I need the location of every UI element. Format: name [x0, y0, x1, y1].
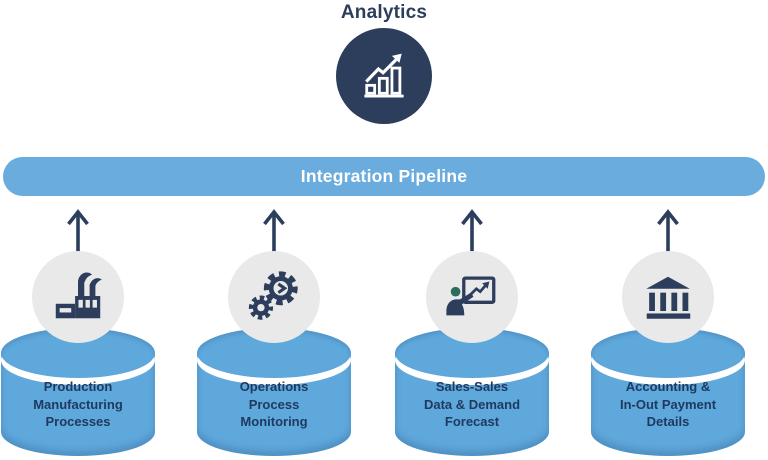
label-line: Sales-Sales [435, 379, 509, 394]
database-cylinder: Operations Process Monitoring [197, 328, 351, 456]
source-icon-circle [32, 251, 124, 343]
source-label: Operations Process Monitoring [197, 378, 351, 431]
arrow-up-icon [67, 209, 89, 252]
label-line: Accounting & [625, 379, 711, 394]
analytics-node [336, 28, 432, 124]
label-line: Manufacturing [33, 396, 123, 412]
label-line: Data & Demand [423, 396, 521, 412]
presenter-chart-icon [446, 276, 496, 316]
arrow-up-icon [263, 209, 285, 252]
source-icon-circle [622, 251, 714, 343]
source-icon-circle [426, 251, 518, 343]
bar-chart-rising-icon [364, 53, 404, 98]
label-line: Operations [239, 379, 309, 394]
source-column-accounting: Accounting & In-Out Payment Details [591, 205, 745, 460]
arrow-up-icon [461, 209, 483, 252]
label-line: Monitoring [240, 414, 308, 429]
source-label: Accounting & In-Out Payment Details [591, 378, 745, 431]
integration-pipeline-bar: Integration Pipeline [3, 157, 765, 196]
source-column-operations: Operations Process Monitoring [197, 205, 351, 460]
pipeline-label: Integration Pipeline [300, 166, 468, 186]
factory-icon [55, 272, 102, 319]
arrow-up-icon [657, 209, 679, 252]
label-line: Forecast [444, 414, 500, 429]
database-cylinder: Production Manufacturing Processes [1, 328, 155, 456]
label-line: Details [646, 414, 690, 429]
source-label: Production Manufacturing Processes [1, 378, 155, 431]
label-line: Processes [45, 414, 111, 429]
source-column-production: Production Manufacturing Processes [1, 205, 155, 460]
bank-icon [646, 276, 691, 319]
source-column-sales: Sales-Sales Data & Demand Forecast [395, 205, 549, 460]
label-line: In-Out Payment [619, 396, 717, 412]
database-cylinder: Accounting & In-Out Payment Details [591, 328, 745, 456]
source-label: Sales-Sales Data & Demand Forecast [395, 378, 549, 431]
database-cylinder: Sales-Sales Data & Demand Forecast [395, 328, 549, 456]
label-line: Production [43, 379, 113, 394]
gears-icon [248, 271, 298, 320]
label-line: Process [248, 396, 300, 412]
source-icon-circle [228, 251, 320, 343]
diagram-title: Analytics [340, 2, 428, 23]
